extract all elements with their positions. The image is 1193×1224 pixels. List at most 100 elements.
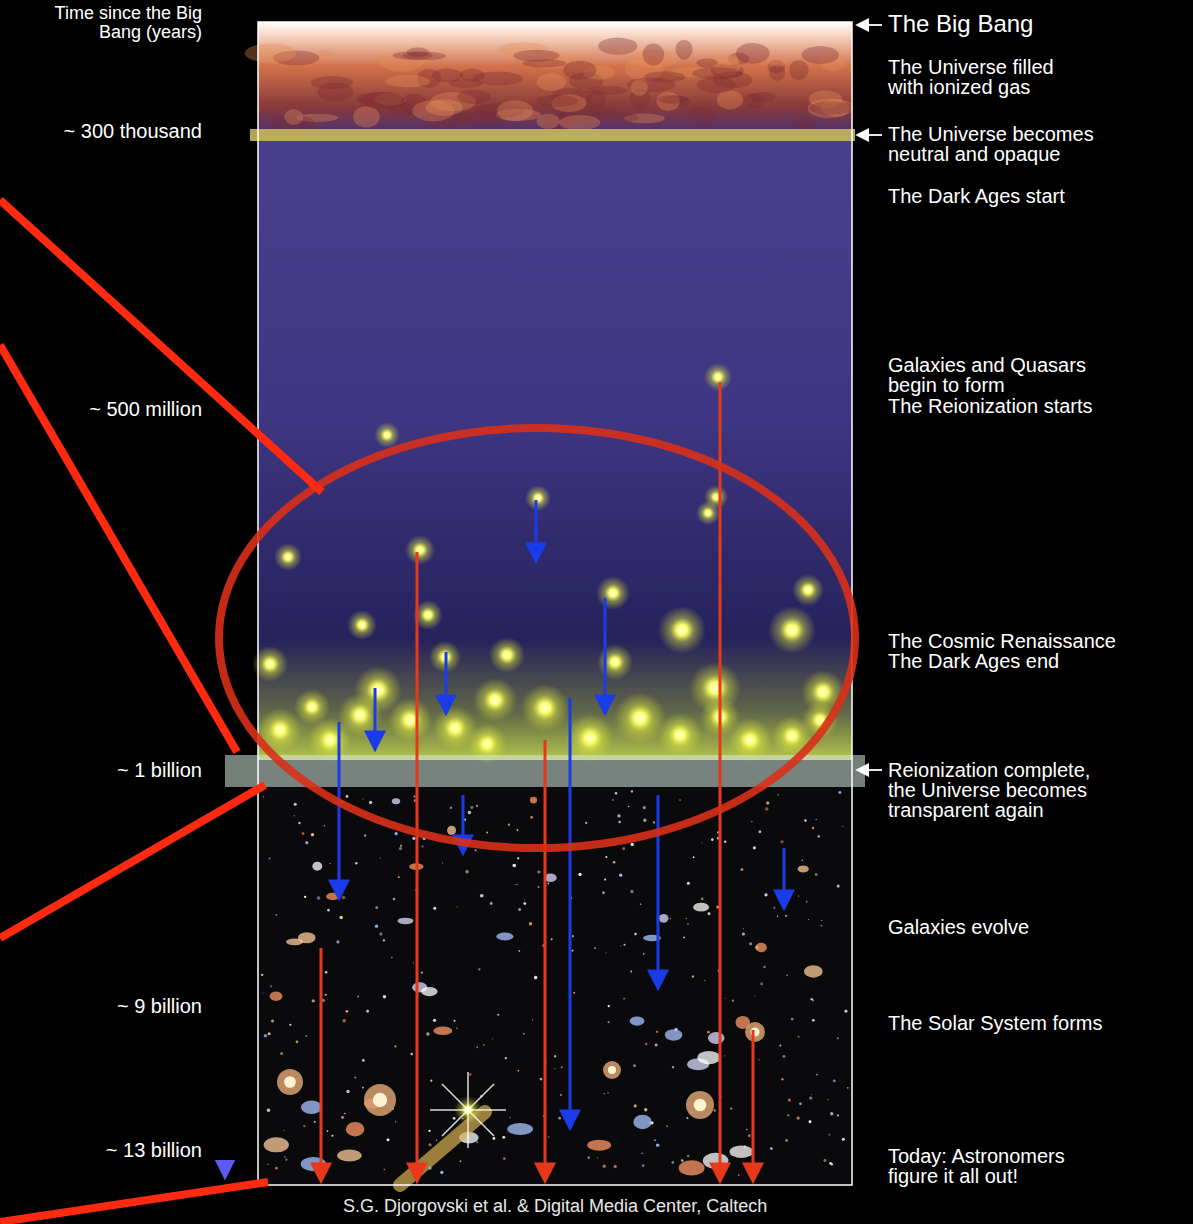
protogalaxy xyxy=(347,610,377,640)
spiral-galaxy xyxy=(686,1091,714,1119)
star xyxy=(634,1104,637,1107)
ionizing-ray xyxy=(569,698,572,1127)
star xyxy=(615,792,617,794)
star xyxy=(670,918,671,919)
ionizing-ray xyxy=(374,688,377,748)
galaxy xyxy=(346,1122,364,1137)
star xyxy=(597,1157,598,1158)
star xyxy=(384,1169,385,1170)
star xyxy=(524,899,525,900)
star xyxy=(758,1059,759,1060)
gas-blob xyxy=(360,92,406,109)
gas-blob xyxy=(802,46,839,64)
star xyxy=(643,953,645,955)
galaxy xyxy=(630,1017,645,1026)
star xyxy=(560,1094,562,1096)
star xyxy=(628,806,629,807)
star xyxy=(844,1010,847,1013)
galaxy xyxy=(496,932,513,940)
star xyxy=(410,1053,412,1055)
star xyxy=(679,799,681,801)
star-spikes xyxy=(430,1072,506,1148)
protogalaxy xyxy=(405,535,435,565)
galaxy-core xyxy=(284,1076,296,1088)
star xyxy=(304,896,306,898)
star xyxy=(270,985,272,987)
star xyxy=(268,1032,271,1035)
star xyxy=(275,914,277,916)
galaxy xyxy=(679,1160,705,1175)
star xyxy=(809,1120,812,1123)
star xyxy=(465,870,468,873)
star xyxy=(551,938,553,940)
star xyxy=(470,806,473,809)
star xyxy=(686,1117,688,1119)
galaxy-core xyxy=(373,1093,387,1107)
star xyxy=(523,1033,525,1035)
star xyxy=(837,1114,839,1116)
galaxy xyxy=(730,1145,754,1158)
star xyxy=(797,1116,800,1119)
ionized-gas xyxy=(258,22,852,134)
protogalaxy xyxy=(596,576,630,610)
star xyxy=(518,908,521,911)
star xyxy=(271,1019,274,1022)
gas-blob xyxy=(809,101,853,114)
star xyxy=(693,856,695,858)
star xyxy=(516,884,518,886)
time-label: Time since the Big Bang (years) xyxy=(42,4,202,42)
pointer-arrow xyxy=(858,134,882,136)
star xyxy=(336,940,339,943)
highlight-ellipse xyxy=(219,428,855,848)
star xyxy=(671,1161,674,1164)
star xyxy=(812,827,814,829)
star xyxy=(820,925,822,927)
epoch-label: Galaxies and Quasars begin to form xyxy=(888,355,1110,395)
star xyxy=(283,1130,284,1131)
star xyxy=(749,942,752,945)
star xyxy=(561,1066,563,1068)
star xyxy=(476,805,478,807)
star xyxy=(760,983,763,986)
star xyxy=(312,999,315,1002)
time-axis-head xyxy=(215,1160,235,1180)
star xyxy=(314,1121,316,1123)
epoch-label: The Universe filled with ionized gas xyxy=(888,57,1088,97)
star xyxy=(280,1052,283,1055)
star xyxy=(812,1000,814,1002)
star xyxy=(503,1157,506,1160)
galaxy xyxy=(755,943,767,952)
star xyxy=(645,1043,648,1046)
star xyxy=(327,1130,329,1132)
star xyxy=(842,1138,845,1141)
epoch-label: The Universe becomes neutral and opaque xyxy=(888,124,1158,164)
star xyxy=(770,1147,773,1150)
star xyxy=(331,1135,333,1137)
star xyxy=(386,1138,389,1141)
star xyxy=(725,998,726,999)
gas-blob xyxy=(696,58,718,67)
galaxy xyxy=(633,1115,651,1130)
star xyxy=(785,915,787,917)
gas-blob xyxy=(457,90,491,104)
star xyxy=(613,861,616,864)
light-ray xyxy=(752,1030,755,1180)
star xyxy=(701,842,702,843)
star xyxy=(602,892,604,894)
star xyxy=(692,975,694,977)
star xyxy=(284,1156,285,1157)
galaxy xyxy=(665,1029,683,1040)
zoom-line xyxy=(0,785,265,938)
star xyxy=(640,903,642,905)
star xyxy=(571,950,573,952)
protogalaxy xyxy=(473,678,517,722)
star xyxy=(430,1080,432,1082)
star xyxy=(305,841,308,844)
star xyxy=(339,916,343,920)
gas-blob xyxy=(692,67,743,79)
star xyxy=(294,803,297,806)
star xyxy=(837,885,840,888)
gas-blob xyxy=(598,38,637,55)
star xyxy=(812,1019,815,1022)
star xyxy=(433,907,436,910)
